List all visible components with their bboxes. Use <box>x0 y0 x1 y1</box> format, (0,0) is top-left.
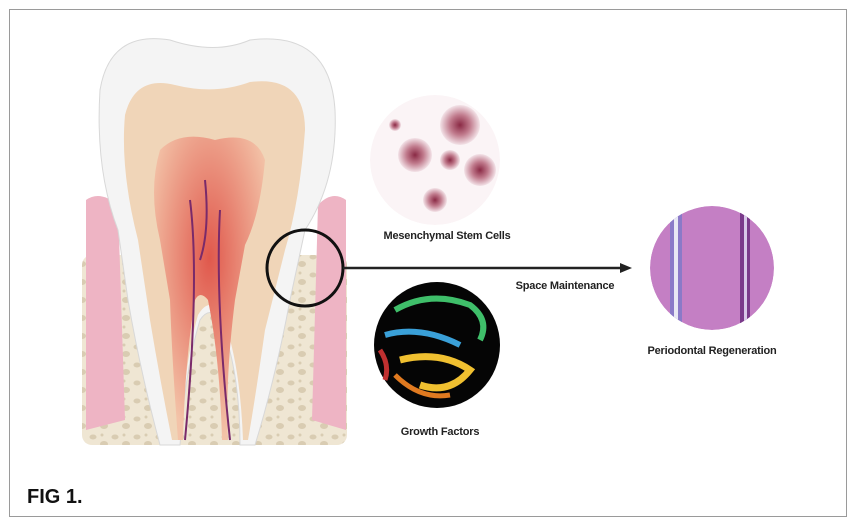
growth-factors-label: Growth Factors <box>400 426 480 438</box>
figure-caption: FIG 1. <box>27 486 83 508</box>
stem-cells-label: Mesenchymal Stem Cells <box>383 230 511 242</box>
figure-frame <box>9 9 847 517</box>
growth-factors-image <box>374 282 500 408</box>
arrow-head-icon <box>620 263 632 273</box>
space-maintenance-label: Space Maintenance <box>515 280 615 292</box>
periodontal-regeneration-label: Periodontal Regeneration <box>647 345 777 357</box>
periodontal-regeneration-image <box>650 206 774 330</box>
tooth-illustration <box>82 38 347 446</box>
stem-cells-image <box>370 95 500 225</box>
